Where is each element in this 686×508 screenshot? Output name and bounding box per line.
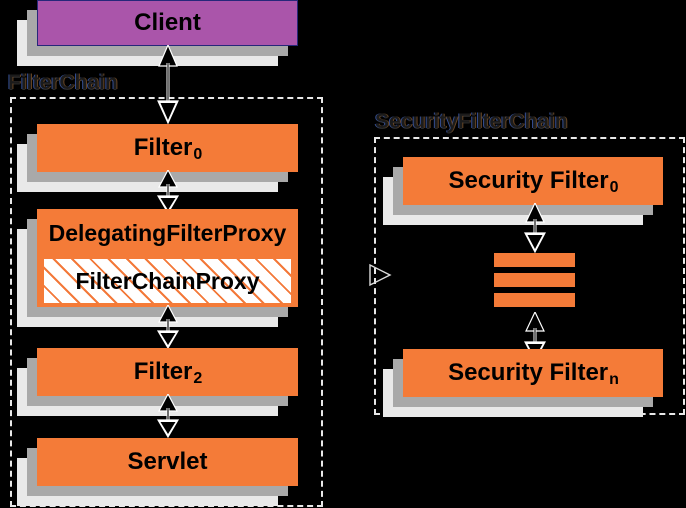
security-filtern-label: Security Filter bbox=[448, 359, 609, 386]
security-filter0-label: Security Filter bbox=[448, 167, 609, 194]
arrow-client-to-filter0 bbox=[156, 45, 180, 124]
arrow-filter2-to-servlet bbox=[156, 394, 180, 438]
servlet-label: Servlet bbox=[127, 448, 208, 475]
filter0-subscript: 0 bbox=[193, 146, 203, 163]
ellipsis-bar-3 bbox=[494, 293, 575, 307]
node-servlet[interactable]: Servlet bbox=[17, 438, 298, 506]
ellipsis-filter-bars bbox=[494, 253, 575, 307]
arrow-filter0-to-delegatingfilterproxy bbox=[156, 170, 180, 214]
filter0-label: Filter bbox=[133, 134, 193, 161]
filterchain-group-label: FilterChain bbox=[8, 71, 118, 94]
delegating-filter-proxy-label: DelegatingFilterProxy bbox=[48, 220, 287, 246]
security-filtern-subscript: n bbox=[609, 371, 619, 388]
arrow-filterchainproxy-to-filter2 bbox=[156, 305, 180, 349]
servlet-face: Servlet bbox=[37, 438, 298, 486]
ellipsis-bar-2 bbox=[494, 273, 575, 287]
node-client[interactable]: Client bbox=[17, 0, 298, 66]
securityfilterchain-group-label: SecurityFilterChain bbox=[375, 110, 568, 133]
filter-chain-proxy-label: FilterChainProxy bbox=[75, 267, 260, 294]
dfp-face: DelegatingFilterProxy FilterChainProxy bbox=[37, 209, 298, 307]
arrow-securityfilter0-to-ellipsis bbox=[523, 203, 547, 253]
client-label: Client bbox=[134, 9, 201, 36]
node-filter-chain-proxy[interactable]: FilterChainProxy bbox=[42, 257, 293, 305]
ellipsis-bar-1 bbox=[494, 253, 575, 267]
client-face: Client bbox=[37, 0, 298, 46]
arrow-filterchainproxy-to-securityfilterchain bbox=[368, 262, 394, 293]
filter2-subscript: 2 bbox=[193, 370, 203, 387]
filter2-label: Filter bbox=[133, 358, 193, 385]
security-filter0-subscript: 0 bbox=[609, 179, 619, 196]
node-delegating-filter-proxy[interactable]: DelegatingFilterProxy FilterChainProxy bbox=[17, 209, 298, 327]
